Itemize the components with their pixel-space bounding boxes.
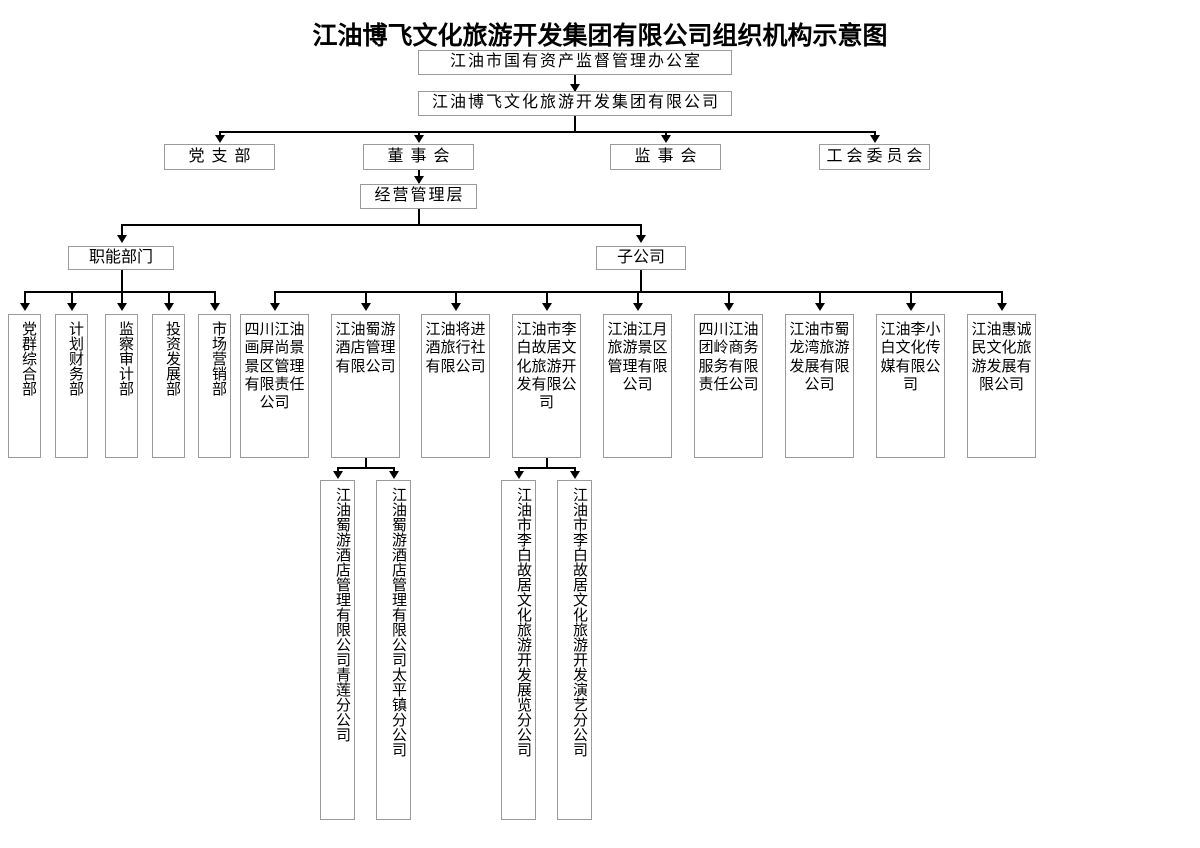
arrow-dept-1 bbox=[67, 303, 77, 311]
node-branch[interactable]: 江油蜀游酒店管理有限公司青莲分公司 bbox=[320, 480, 355, 820]
node-branch[interactable]: 江油蜀游酒店管理有限公司太平镇分公司 bbox=[376, 480, 411, 820]
drop-sub-8 bbox=[1001, 291, 1003, 308]
drop-subsidiary bbox=[640, 224, 642, 240]
drop-sub-3 bbox=[546, 291, 548, 308]
node-subsidiary[interactable]: 江油蜀游酒店管理有限公司 bbox=[331, 314, 400, 458]
drop-sub-2 bbox=[455, 291, 457, 308]
arrow-management bbox=[414, 176, 424, 184]
arrow-functional-dept bbox=[117, 235, 127, 243]
node-department[interactable]: 党群综合部 bbox=[8, 314, 41, 458]
node-department[interactable]: 监察审计部 bbox=[105, 314, 138, 458]
drop-functional-dept bbox=[121, 224, 123, 240]
arrow-dept-0 bbox=[20, 303, 30, 311]
page-title: 江油博飞文化旅游开发集团有限公司组织机构示意图 bbox=[312, 23, 888, 50]
drop-sub-6 bbox=[819, 291, 821, 308]
arrow-sub-2 bbox=[451, 303, 461, 311]
arrow-party-branch bbox=[215, 135, 225, 143]
arrow-sub-0 bbox=[270, 303, 280, 311]
node-board-of-supervisors[interactable]: 监事会 bbox=[610, 144, 721, 170]
arrow-sub-4 bbox=[633, 303, 643, 311]
arrow-branch-2 bbox=[514, 471, 524, 479]
node-functional-dept-header[interactable]: 职能部门 bbox=[68, 246, 174, 270]
connector-functional-down bbox=[121, 270, 123, 293]
bus-level5 bbox=[121, 224, 642, 226]
arrow-dept-4 bbox=[210, 303, 220, 311]
node-subsidiary[interactable]: 江油市李白故居文化旅游开发有限公司 bbox=[512, 314, 581, 458]
drop-dept-1 bbox=[71, 291, 73, 308]
drop-dept-2 bbox=[121, 291, 123, 308]
arrow-branch-0 bbox=[333, 471, 343, 479]
drop-dept-0 bbox=[24, 291, 26, 308]
node-subsidiary[interactable]: 江油将进酒旅行社有限公司 bbox=[421, 314, 490, 458]
drop-sub-0 bbox=[274, 291, 276, 308]
arrow-branch-3 bbox=[570, 471, 580, 479]
connector-supervisor-group bbox=[574, 75, 576, 92]
node-management-layer[interactable]: 经营管理层 bbox=[360, 184, 477, 209]
connector-group-down bbox=[574, 116, 576, 133]
node-department[interactable]: 计划财务部 bbox=[55, 314, 88, 458]
arrow-dept-3 bbox=[164, 303, 174, 311]
arrow-sub-8 bbox=[997, 303, 1007, 311]
node-subsidiary[interactable]: 江油李小白文化传媒有限公司 bbox=[876, 314, 945, 458]
arrow-supervisor-group bbox=[570, 84, 580, 92]
arrow-sub-1 bbox=[361, 303, 371, 311]
connector-libai-down bbox=[546, 458, 548, 469]
node-subsidiary[interactable]: 江油惠诚民文化旅游发展有限公司 bbox=[967, 314, 1036, 458]
arrow-union-committee bbox=[870, 135, 880, 143]
arrow-branch-1 bbox=[389, 471, 399, 479]
node-party-branch[interactable]: 党支部 bbox=[164, 144, 275, 170]
connector-subsidiary-down bbox=[640, 270, 642, 293]
drop-sub-5 bbox=[728, 291, 730, 308]
arrow-sub-6 bbox=[815, 303, 825, 311]
node-branch[interactable]: 江油市李白故居文化旅游开发演艺分公司 bbox=[557, 480, 592, 820]
bus-libai-branches bbox=[518, 467, 576, 469]
arrow-board-directors bbox=[414, 135, 424, 143]
arrow-dept-2 bbox=[117, 303, 127, 311]
drop-sub-4 bbox=[637, 291, 639, 308]
node-department[interactable]: 投资发展部 bbox=[152, 314, 185, 458]
node-subsidiary[interactable]: 江油江月旅游景区管理有限公司 bbox=[603, 314, 672, 458]
node-group-company[interactable]: 江油博飞文化旅游开发集团有限公司 bbox=[418, 91, 732, 116]
bus-level3 bbox=[219, 131, 876, 133]
bus-hotel-branches bbox=[337, 467, 395, 469]
arrow-sub-5 bbox=[724, 303, 734, 311]
arrow-sub-3 bbox=[542, 303, 552, 311]
drop-sub-7 bbox=[910, 291, 912, 308]
connector-management-down bbox=[418, 209, 420, 226]
bus-departments bbox=[24, 291, 214, 293]
drop-dept-4 bbox=[214, 291, 216, 308]
drop-dept-3 bbox=[168, 291, 170, 308]
node-branch[interactable]: 江油市李白故居文化旅游开发展览分公司 bbox=[501, 480, 536, 820]
arrow-sub-7 bbox=[906, 303, 916, 311]
arrow-subsidiary bbox=[636, 235, 646, 243]
connector-hotel-down bbox=[365, 458, 367, 469]
arrow-board-supervisors bbox=[661, 135, 671, 143]
node-subsidiary[interactable]: 四川江油团岭商务服务有限责任公司 bbox=[694, 314, 763, 458]
node-department[interactable]: 市场营销部 bbox=[198, 314, 231, 458]
node-board-of-directors[interactable]: 董事会 bbox=[363, 144, 474, 170]
node-union-committee[interactable]: 工会委员会 bbox=[819, 144, 930, 170]
node-subsidiary[interactable]: 四川江油画屏尚景景区管理有限责任公司 bbox=[240, 314, 309, 458]
node-supervisor[interactable]: 江油市国有资产监督管理办公室 bbox=[418, 50, 732, 75]
node-subsidiary[interactable]: 江油市蜀龙湾旅游发展有限公司 bbox=[785, 314, 854, 458]
drop-sub-1 bbox=[365, 291, 367, 308]
node-subsidiary-header[interactable]: 子公司 bbox=[596, 246, 686, 270]
